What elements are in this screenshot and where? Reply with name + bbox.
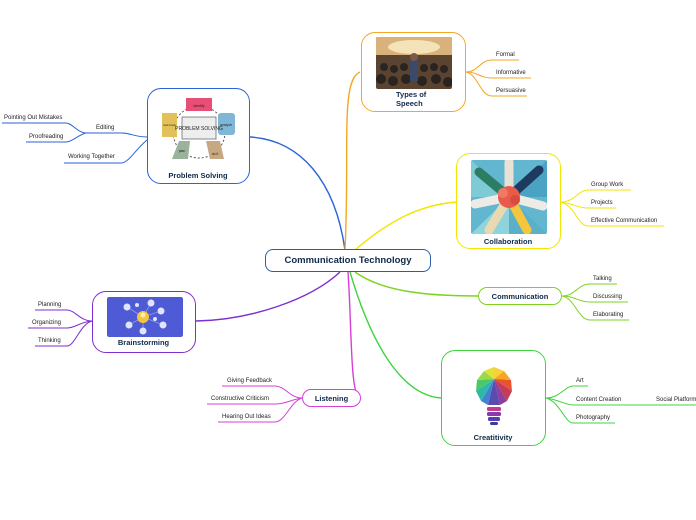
- connector-brainstorming: [195, 271, 341, 322]
- central-topic[interactable]: Communication Technology: [265, 249, 431, 272]
- collaboration-hands-image: [471, 160, 547, 234]
- working-together-label[interactable]: Working Together: [68, 154, 115, 160]
- problem-solving-image-right-text: analyze: [220, 123, 232, 127]
- effective-communication-label[interactable]: Effective Communication: [591, 218, 658, 224]
- content-creation-label[interactable]: Content Creation: [576, 397, 622, 403]
- collaboration-node[interactable]: Collaboration: [456, 153, 561, 249]
- connector-listening: [347, 271, 361, 399]
- problem-solving-image: PROBLEM SOLVING identify analyze look ba…: [162, 98, 235, 159]
- problem-solving-title: Problem Solving: [168, 171, 228, 180]
- social-platform-label[interactable]: Social Platform: [656, 397, 696, 403]
- creativity-title: Creatitivity: [473, 433, 513, 442]
- listening-node[interactable]: Listening: [302, 389, 361, 407]
- thinking-label[interactable]: Thinking: [38, 338, 61, 344]
- persuasive-label[interactable]: Persuasive: [496, 88, 526, 94]
- talking-label[interactable]: Talking: [593, 276, 612, 282]
- hearing-out-ideas-label[interactable]: Hearing Out Ideas: [222, 414, 271, 420]
- constructive-criticism-label[interactable]: Constructive Criticism: [211, 396, 270, 402]
- problem-solving-image-left-text: look back: [163, 123, 176, 127]
- art-label[interactable]: Art: [576, 378, 584, 384]
- creativity-node[interactable]: Creatitivity: [441, 350, 546, 446]
- projects-label[interactable]: Projects: [591, 200, 613, 206]
- problem-solving-image-bottom-right-text: do it: [212, 152, 219, 156]
- audience-photo-image: [376, 37, 452, 89]
- brainstorming-node[interactable]: Brainstorming: [92, 291, 196, 353]
- types-of-speech-node[interactable]: Types of Speech: [361, 32, 466, 112]
- types-of-speech-title-line2: Speech: [396, 99, 423, 108]
- discussing-label[interactable]: Discussing: [593, 294, 623, 300]
- problem-solving-image-center-text: PROBLEM SOLVING: [175, 126, 223, 132]
- editing-label[interactable]: Editing: [96, 125, 115, 131]
- problem-solving-image-bottom-left-text: plan: [179, 149, 186, 153]
- giving-feedback-label[interactable]: Giving Feedback: [227, 378, 273, 384]
- organizing-label[interactable]: Organizing: [32, 320, 62, 326]
- communication-node[interactable]: Communication: [478, 287, 562, 305]
- problem-solving-node[interactable]: PROBLEM SOLVING identify analyze look ba…: [147, 88, 250, 184]
- pointing-out-mistakes-label[interactable]: Pointing Out Mistakes: [4, 115, 63, 121]
- connector-communication: [354, 271, 479, 297]
- proofreading-label[interactable]: Proofreading: [29, 134, 64, 140]
- lightbulb-icon: [476, 367, 512, 425]
- connector-types-of-speech: [344, 71, 361, 251]
- brainstorming-title: Brainstorming: [117, 338, 170, 347]
- group-work-label[interactable]: Group Work: [591, 182, 624, 188]
- types-of-speech-title-line1: Types of: [396, 90, 427, 99]
- planning-label[interactable]: Planning: [38, 302, 62, 308]
- problem-solving-image-top-text: identify: [193, 104, 204, 108]
- formal-label[interactable]: Formal: [496, 52, 515, 58]
- connector-problem-solving: [249, 136, 346, 251]
- brainstorming-diagram-image: [107, 297, 183, 337]
- elaborating-label[interactable]: Elaborating: [593, 312, 624, 318]
- connector-creativity: [349, 271, 442, 399]
- photography-label[interactable]: Photography: [576, 415, 611, 421]
- collaboration-title: Collaboration: [483, 237, 533, 246]
- informative-label[interactable]: Informative: [496, 70, 526, 76]
- connector-collaboration: [354, 201, 457, 251]
